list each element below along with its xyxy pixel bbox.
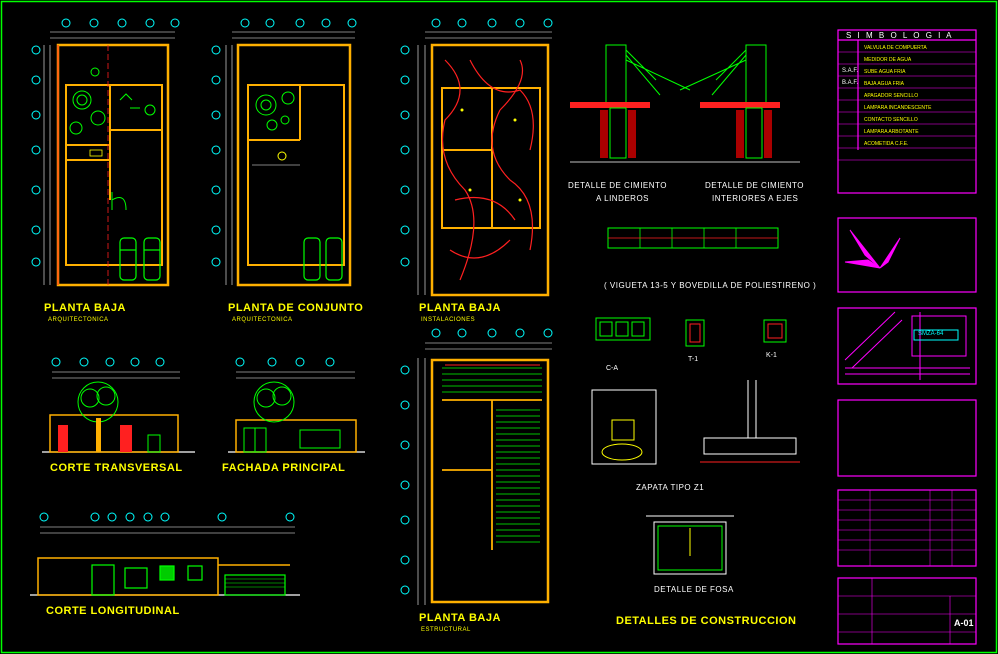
- title-corte-transversal: CORTE TRANSVERSAL: [50, 462, 183, 474]
- legend-symbol-baf: B.A.F.: [842, 80, 859, 86]
- notes-panel: [837, 399, 977, 477]
- label-cimiento-linderos-2: A LINDEROS: [596, 194, 650, 203]
- facade-principal: [228, 357, 365, 453]
- north-arrow-icon: [844, 229, 901, 269]
- plan-arquitectonica: [31, 18, 180, 287]
- title-planta-baja-est: PLANTA BAJA: [419, 612, 501, 624]
- legend-title: S I M B O L O G I A: [846, 31, 954, 40]
- plan-instalaciones: [400, 18, 553, 297]
- legend-item: VALVULA DE COMPUERTA: [864, 45, 927, 51]
- label-k1: K-1: [766, 352, 777, 359]
- legend-item: SUBE AGUA FRIA: [864, 69, 906, 75]
- legend-item: MEDIDOR DE AGUA: [864, 57, 912, 63]
- title-planta-conjunto: PLANTA DE CONJUNTO: [228, 302, 364, 314]
- legend-item: CONTACTO SENCILLO: [864, 117, 918, 123]
- location-tag: SMZA-64: [918, 331, 944, 337]
- title-corte-longitudinal: CORTE LONGITUDINAL: [46, 605, 180, 617]
- legend-item: LAMPARA INCANDESCENTE: [864, 105, 932, 111]
- subtitle-instalaciones: INSTALACIONES: [421, 317, 476, 323]
- section-transversal: [42, 357, 195, 453]
- label-fosa: DETALLE DE FOSA: [654, 585, 734, 594]
- location-panel: [837, 307, 977, 385]
- label-ca: C-A: [606, 365, 619, 372]
- subtitle-estructural: ESTRUCTURAL: [421, 627, 471, 633]
- location-map: [844, 311, 970, 380]
- label-cimiento-interiores-1: DETALLE DE CIMIENTO: [705, 181, 804, 190]
- label-cimiento-interiores-2: INTERIORES A EJES: [712, 194, 799, 203]
- north-arrow-panel: [837, 217, 977, 293]
- label-cimiento-linderos-1: DETALLE DE CIMIENTO: [568, 181, 667, 190]
- subtitle-conjunto: ARQUITECTONICA: [232, 317, 293, 323]
- label-vigueta: ( VIGUETA 13-5 Y BOVEDILLA DE POLIESTIRE…: [604, 281, 817, 290]
- section-longitudinal: [30, 512, 300, 596]
- detail-zapata: [591, 380, 800, 465]
- legend-symbol-saf: S.A.F.: [842, 68, 859, 74]
- title-block-panel: [837, 577, 977, 645]
- label-t1: T-1: [688, 356, 699, 363]
- title-detalles-construccion: DETALLES DE CONSTRUCCION: [616, 615, 797, 627]
- title-planta-baja-inst: PLANTA BAJA: [419, 302, 501, 314]
- label-zapata: ZAPATA TIPO Z1: [636, 483, 705, 492]
- sheet-number: A-01: [954, 618, 974, 628]
- subtitle-arquitectonica: ARQUITECTONICA: [48, 317, 109, 323]
- legend-item: LAMPARA ARBOTANTE: [864, 129, 919, 135]
- legend-panel: [837, 29, 977, 194]
- plan-estructural: [400, 328, 553, 605]
- title-planta-baja-arq: PLANTA BAJA: [44, 302, 126, 314]
- detail-secciones: [595, 317, 787, 347]
- legend-item: ACOMETIDA C.F.E.: [864, 141, 909, 147]
- legend-item: BAJA AGUA FRIA: [864, 81, 905, 87]
- detail-cimientos: [570, 44, 800, 249]
- title-fachada-principal: FACHADA PRINCIPAL: [222, 462, 346, 474]
- revisions-panel: [837, 489, 977, 567]
- plan-conjunto: [211, 18, 357, 287]
- legend-item: APAGADOR SENCILLO: [864, 93, 919, 99]
- detail-fosa: [646, 515, 734, 575]
